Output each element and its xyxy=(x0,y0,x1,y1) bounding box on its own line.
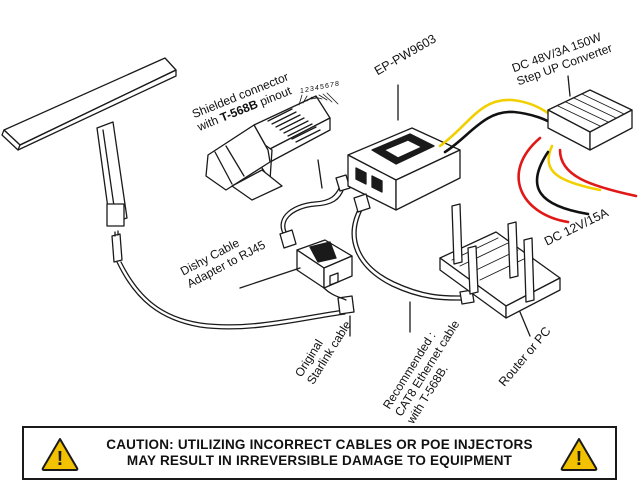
rj45-leader xyxy=(317,159,323,189)
wire-yellow-input xyxy=(547,144,602,192)
starlink-dish xyxy=(1,57,177,263)
router-antenna-3 xyxy=(507,221,519,279)
dishy-adapter xyxy=(239,239,353,301)
dish-plug xyxy=(111,233,123,263)
rj45-pin-leaders xyxy=(298,92,339,106)
rj45-contacts xyxy=(267,108,321,143)
dish-mast xyxy=(96,121,128,224)
ethernet-cable-line-a xyxy=(351,205,463,301)
patch-cable-line-a xyxy=(280,185,341,239)
power-wires xyxy=(438,98,638,224)
adapter-leader xyxy=(239,267,301,289)
pin-number-5: 5 xyxy=(320,84,324,91)
dish-plug-pin xyxy=(114,230,119,237)
rj45-strain-relief xyxy=(231,169,283,201)
warning-triangle-icon: ! xyxy=(41,438,79,471)
starlink-cable-line-a xyxy=(116,261,346,330)
poe-injector xyxy=(347,84,461,211)
adapter-body-side xyxy=(323,255,353,289)
converter-side xyxy=(589,109,633,151)
dish-plate xyxy=(3,57,177,146)
wire-yellow xyxy=(438,98,554,148)
injector-ports xyxy=(355,167,383,193)
router-antenna-2 xyxy=(467,245,479,295)
dish-mast-foot xyxy=(106,203,125,227)
caution-line1: CAUTION: UTILIZING INCORRECT CABLES OR P… xyxy=(106,437,533,452)
pin-number-3: 3 xyxy=(310,86,314,93)
adapter-tail xyxy=(323,287,347,301)
adapter-port xyxy=(329,272,339,286)
router xyxy=(439,203,561,337)
pin-number-2: 2 xyxy=(305,87,309,94)
ethernet-plug-a xyxy=(353,193,371,213)
router-antenna-1 xyxy=(451,203,463,265)
pin-number-6: 6 xyxy=(325,83,329,90)
rj45-connector xyxy=(205,92,339,201)
svg-text:!: ! xyxy=(576,448,583,470)
converter-leader xyxy=(567,75,571,97)
warning-triangle-icon: ! xyxy=(560,438,598,471)
caution-line2: MAY RESULT IN IRREVERSIBLE DAMAGE TO EQU… xyxy=(126,453,513,468)
patch-cable-line-b xyxy=(284,187,345,239)
caution-banner: ! CAUTION: UTILIZING INCORRECT CABLES OR… xyxy=(22,426,617,480)
starlink-cable-line-b xyxy=(120,261,346,326)
patch-plug-a xyxy=(279,229,297,249)
patch-plug-b xyxy=(335,174,351,192)
converter-fins xyxy=(557,93,625,127)
router-leader xyxy=(519,311,531,337)
wiring-diagram xyxy=(1,57,638,337)
starlink-cable xyxy=(116,261,355,337)
step-up-converter xyxy=(547,75,633,151)
rj45-boot-ring xyxy=(214,145,245,185)
caution-text: CAUTION: UTILIZING INCORRECT CABLES OR P… xyxy=(98,437,541,469)
router-antenna-4 xyxy=(523,237,535,303)
wire-black-input xyxy=(535,150,590,216)
pin-number-8: 8 xyxy=(335,81,339,88)
adapter-latch xyxy=(309,241,337,263)
wire-black-to-injector xyxy=(443,110,556,154)
injector-top-recess xyxy=(383,139,423,159)
patch-cable xyxy=(279,174,351,249)
dish-plate-rim xyxy=(17,69,177,151)
wire-red-input-2 xyxy=(517,136,570,224)
ethernet-cable-line-b xyxy=(355,205,463,297)
starlink-cable-end xyxy=(337,295,355,315)
pin-number-4: 4 xyxy=(315,85,319,92)
pin-number-1: 1 xyxy=(300,88,304,95)
rj45-boot xyxy=(205,124,271,191)
injector-side xyxy=(395,149,461,211)
wire-red-input xyxy=(558,148,638,198)
pin-number-7: 7 xyxy=(330,82,334,89)
svg-text:!: ! xyxy=(57,448,64,470)
